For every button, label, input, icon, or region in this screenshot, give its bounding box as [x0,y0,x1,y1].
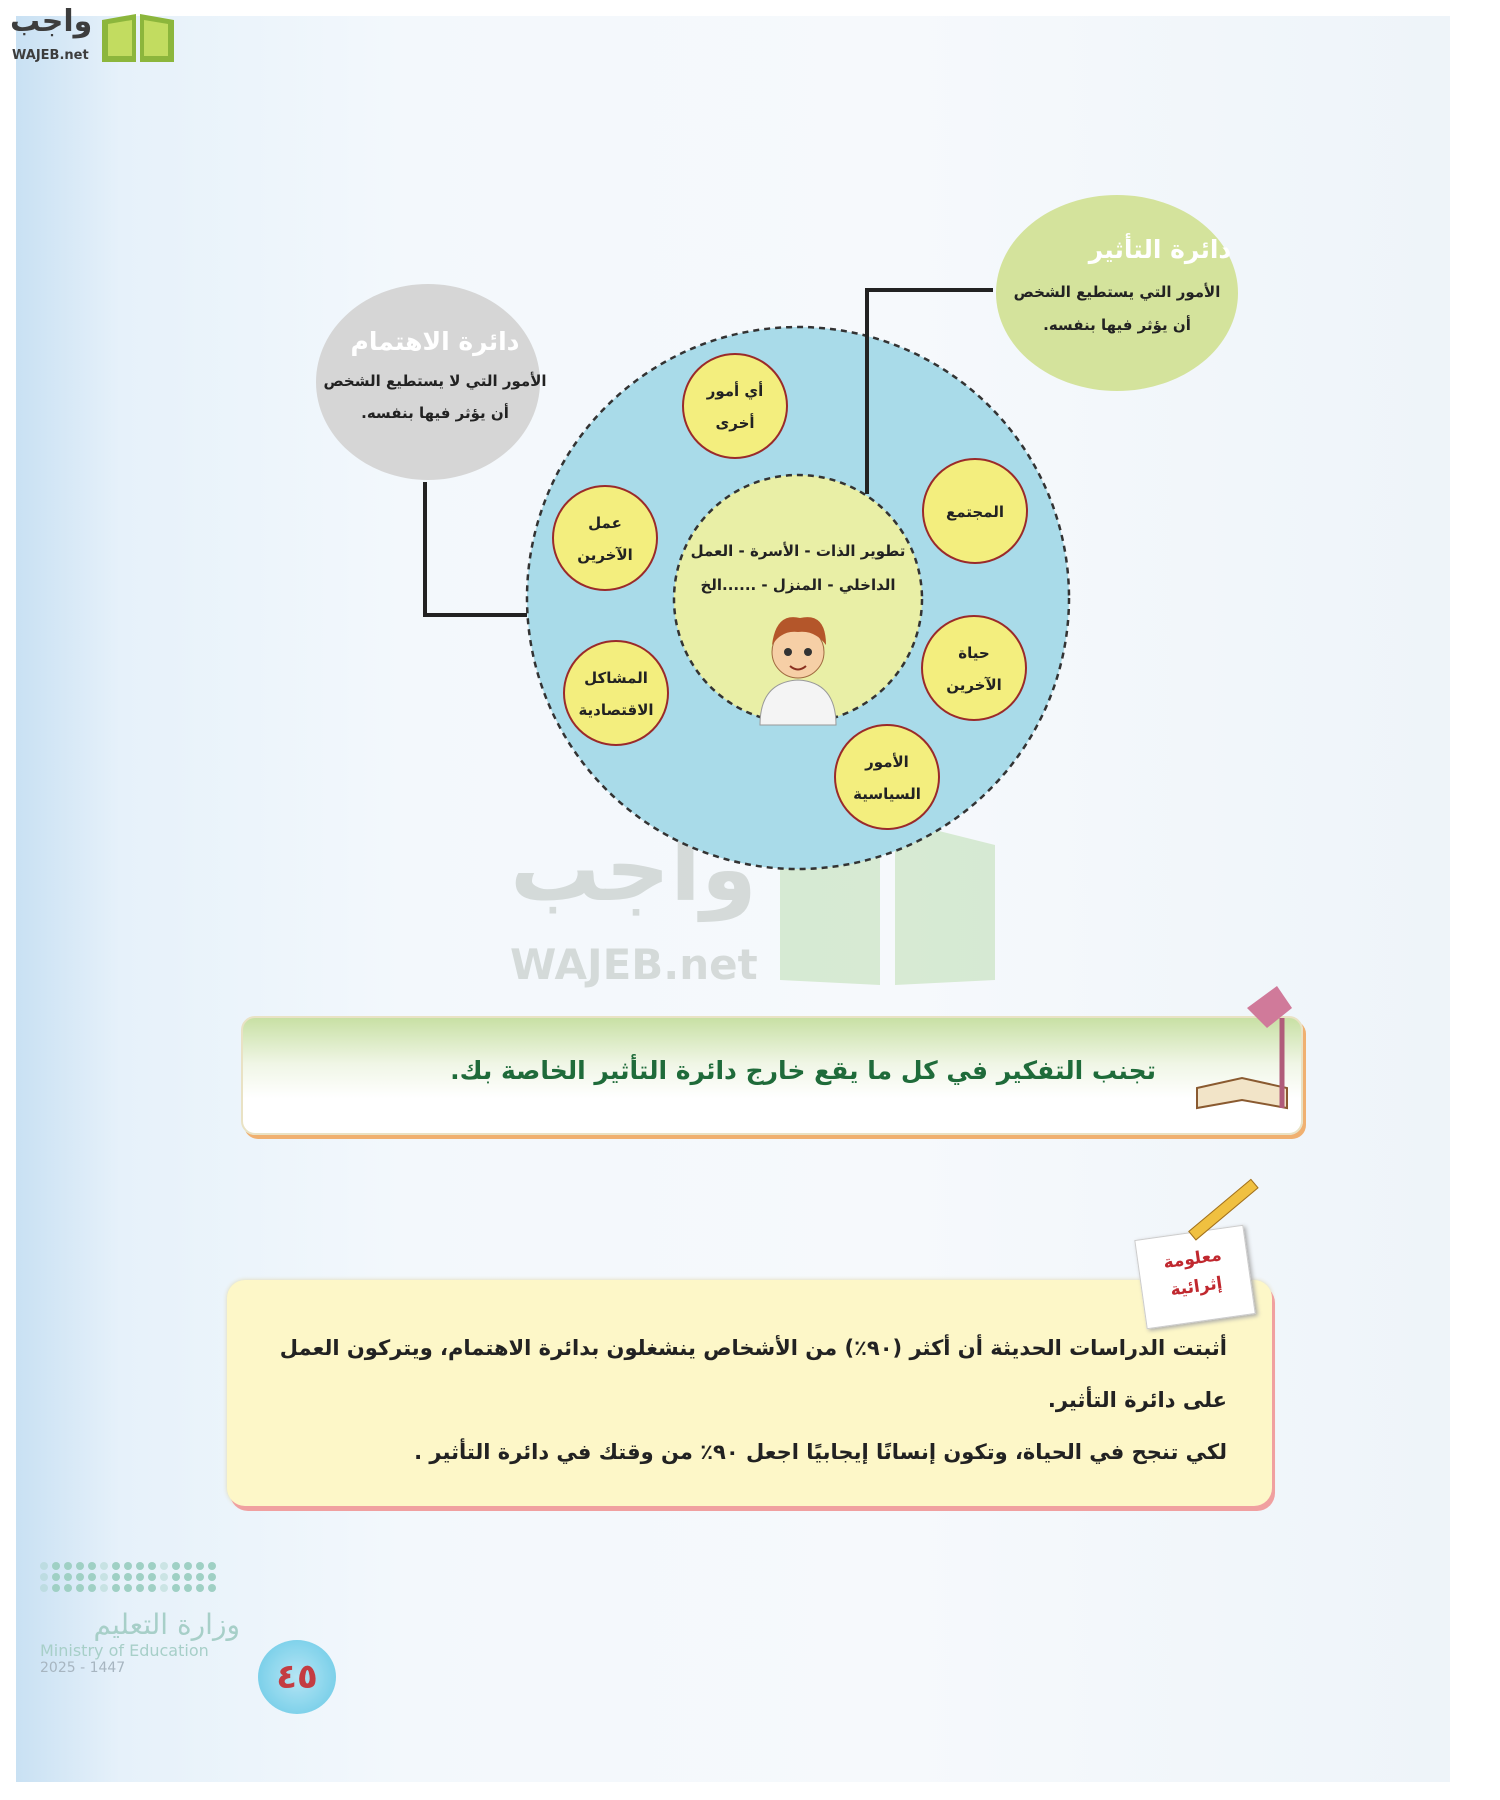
dot [172,1562,180,1570]
concern-circle [316,284,540,480]
item-label: السياسية [853,785,921,803]
item-label: حياة [958,644,989,662]
inner-text-1: تطوير الذات - الأسرة - العمل [691,542,906,560]
dot [76,1584,84,1592]
page-border-bottom [0,1782,1500,1800]
dot [112,1573,120,1581]
item-label: الاقتصادية [578,701,653,719]
dot [172,1573,180,1581]
item-label: الآخرين [577,546,633,564]
item-circle [834,724,940,830]
dot [196,1573,204,1581]
dot [124,1562,132,1570]
concern-connector [423,482,527,617]
dot [100,1573,108,1581]
dot [52,1573,60,1581]
concern-title: دائرة الاهتمام [351,327,520,357]
dot [184,1584,192,1592]
dot [112,1584,120,1592]
dot [172,1584,180,1592]
dot [40,1562,48,1570]
dot [184,1573,192,1581]
concern-desc-2: أن يؤثر فيها بنفسه. [361,403,509,422]
dot [76,1562,84,1570]
dot [160,1584,168,1592]
concern-desc-1: الأمور التي لا يستطيع الشخص [323,372,546,390]
item-label: الآخرين [946,676,1002,694]
circles-diagram: دائرة التأثير الأمور التي يستطيع الشخص أ… [316,195,1238,871]
tip-banner: تجنب التفكير في كل ما يقع خارج دائرة الت… [241,986,1303,1135]
tip-text: تجنب التفكير في كل ما يقع خارج دائرة الت… [450,1056,1156,1085]
dot [196,1584,204,1592]
dot [160,1573,168,1581]
dot [64,1573,72,1581]
page-border-left [0,0,16,1800]
dot [88,1584,96,1592]
enrichment-paragraph-1-line-1: أثبتت الدراسات الحديثة أن أكثر (٩٠٪) من … [279,1336,1227,1360]
dot [100,1562,108,1570]
logo-latin: WAJEB.net [12,48,89,63]
item-circle [922,458,1028,564]
dot [88,1573,96,1581]
item-label: المجتمع [946,503,1004,521]
ministry-arabic: وزارة التعليم [93,1608,240,1641]
dot [64,1584,72,1592]
item-label: أخرى [715,413,754,432]
ministry-english: Ministry of Education [40,1641,209,1660]
item-circle [921,615,1027,721]
book-icon [102,14,175,62]
dot [100,1584,108,1592]
enrichment-paragraph-1-line-2: على دائرة التأثير. [1047,1388,1227,1412]
dot [40,1584,48,1592]
influence-circle [996,195,1238,391]
item-circle [563,640,669,746]
inner-text-2: الداخلي - المنزل - ......الخ [700,576,895,594]
page-number: ٤٥ [258,1640,336,1714]
influence-desc-2: أن يؤثر فيها بنفسه. [1043,315,1191,334]
item-circle [552,485,658,591]
dot [52,1584,60,1592]
dot [148,1573,156,1581]
dot [124,1573,132,1581]
wajeb-logo[interactable]: واجب WAJEB.net [10,6,178,66]
item-label: المشاكل [584,669,648,687]
dot [76,1573,84,1581]
logo-arabic: واجب [10,4,93,39]
boy-illustration [759,617,837,726]
page-border-top [0,0,1500,16]
dot [136,1573,144,1581]
ministry-logo: وزارة التعليم Ministry of Education 2025… [40,1562,240,1676]
dot [112,1562,120,1570]
dot [148,1562,156,1570]
dot [124,1584,132,1592]
enrichment-paragraph-2: لكي تنجح في الحياة، وتكون إنسانًا إيجابي… [414,1440,1227,1464]
influence-title: دائرة التأثير [1087,233,1232,265]
dot [160,1562,168,1570]
item-label: عمل [588,514,622,532]
dot [52,1562,60,1570]
dot [40,1573,48,1581]
lamp-book-icon [1196,986,1292,1110]
enrichment-box: أثبتت الدراسات الحديثة أن أكثر (٩٠٪) من … [227,1280,1272,1506]
dot [208,1584,216,1592]
dot [64,1562,72,1570]
item-label: أي أمور [706,381,764,401]
item-circle [682,353,788,459]
dot [88,1562,96,1570]
dot [148,1584,156,1592]
ministry-dots [40,1562,240,1592]
dot [208,1573,216,1581]
dot [208,1562,216,1570]
dot [136,1584,144,1592]
influence-inner-circle [672,473,924,725]
influence-desc-1: الأمور التي يستطيع الشخص [1014,283,1221,301]
ministry-year: 2025 - 1447 [40,1660,126,1676]
dot [196,1562,204,1570]
dot [184,1562,192,1570]
dot [136,1562,144,1570]
item-label: الأمور [864,753,909,771]
